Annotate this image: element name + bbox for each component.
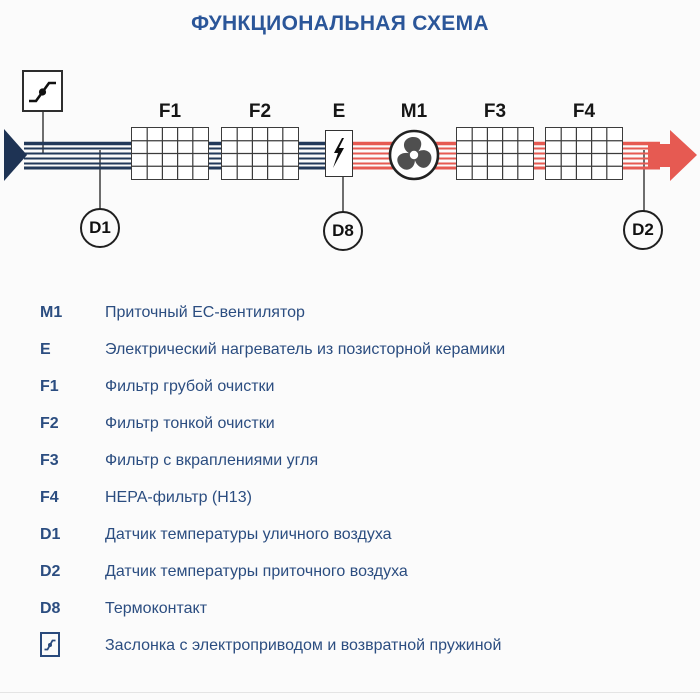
sensor-d1: D1: [80, 208, 120, 248]
label-f3: F3: [483, 101, 507, 122]
legend-row-d1: D1 Датчик температуры уличного воздуха: [40, 516, 680, 553]
inlet-arrow-icon: [4, 129, 27, 181]
legend-desc: Приточный ЕС-вентилятор: [105, 303, 305, 321]
sensor-d1-label: D1: [89, 218, 111, 237]
outlet-arrow-icon: [648, 130, 697, 181]
legend-code: D1: [40, 525, 61, 543]
label-f1: F1: [158, 101, 182, 122]
fan-m1: [388, 129, 440, 181]
legend-code: F2: [40, 414, 59, 432]
filter-f3: [456, 127, 534, 180]
legend-code: D8: [40, 599, 61, 617]
damper-icon: [40, 631, 60, 657]
filter-grid-icon: [132, 128, 208, 179]
legend-code: F4: [40, 488, 59, 506]
legend-code: [40, 631, 105, 660]
legend: M1 Приточный ЕС-вентилятор E Электрическ…: [40, 294, 680, 664]
lightning-bolt-icon: [333, 137, 344, 168]
damper-icon: [22, 70, 63, 112]
legend-row-e: E Электрический нагреватель из позисторн…: [40, 331, 680, 368]
legend-desc: HEPA-фильтр (H13): [105, 488, 252, 506]
functional-scheme-diagram: F1 F2 E M1 F3 F4: [0, 0, 700, 260]
legend-row-f3: F3 Фильтр с вкраплениями угля: [40, 442, 680, 479]
legend-code: E: [40, 340, 51, 358]
label-f2: F2: [248, 101, 272, 122]
legend-desc: Электрический нагреватель из позисторной…: [105, 340, 506, 358]
legend-code: F3: [40, 451, 59, 469]
filter-f4: [545, 127, 623, 180]
legend-code: D2: [40, 562, 61, 580]
legend-code: F1: [40, 377, 59, 395]
sensor-d8-label: D8: [332, 221, 354, 240]
sensor-d2: D2: [623, 210, 663, 250]
heater-e-box: [325, 130, 353, 177]
legend-row-d8: D8 Термоконтакт: [40, 590, 680, 627]
label-f4: F4: [572, 101, 596, 122]
legend-row-damper: Заслонка с электроприводом и возвратной …: [40, 627, 680, 664]
legend-row-f1: F1 Фильтр грубой очистки: [40, 368, 680, 405]
legend-row-f4: F4 HEPA-фильтр (H13): [40, 479, 680, 516]
filter-f2: [221, 127, 299, 180]
filter-grid-icon: [222, 128, 298, 179]
legend-row-m1: M1 Приточный ЕС-вентилятор: [40, 294, 680, 331]
sensor-d8: D8: [323, 211, 363, 251]
label-m1: M1: [400, 101, 428, 122]
legend-code: M1: [40, 303, 63, 321]
legend-desc: Термоконтакт: [105, 599, 208, 617]
filter-grid-icon: [457, 128, 533, 179]
filter-grid-icon: [546, 128, 622, 179]
sensor-d2-label: D2: [632, 220, 654, 239]
label-e: E: [332, 101, 346, 122]
bottom-divider: [0, 692, 700, 693]
legend-desc: Фильтр тонкой очистки: [105, 414, 275, 432]
legend-row-f2: F2 Фильтр тонкой очистки: [40, 405, 680, 442]
legend-desc: Фильтр грубой очистки: [105, 377, 275, 395]
legend-desc: Датчик температуры уличного воздуха: [105, 525, 392, 543]
filter-f1: [131, 127, 209, 180]
page-title: ФУНКЦИОНАЛЬНАЯ СХЕМА: [191, 12, 489, 35]
legend-desc: Фильтр с вкраплениями угля: [105, 451, 319, 469]
legend-desc: Заслонка с электроприводом и возвратной …: [105, 636, 502, 654]
legend-row-d2: D2 Датчик температуры приточного воздуха: [40, 553, 680, 590]
legend-desc: Датчик температуры приточного воздуха: [105, 562, 408, 580]
fan-icon: [388, 129, 440, 181]
